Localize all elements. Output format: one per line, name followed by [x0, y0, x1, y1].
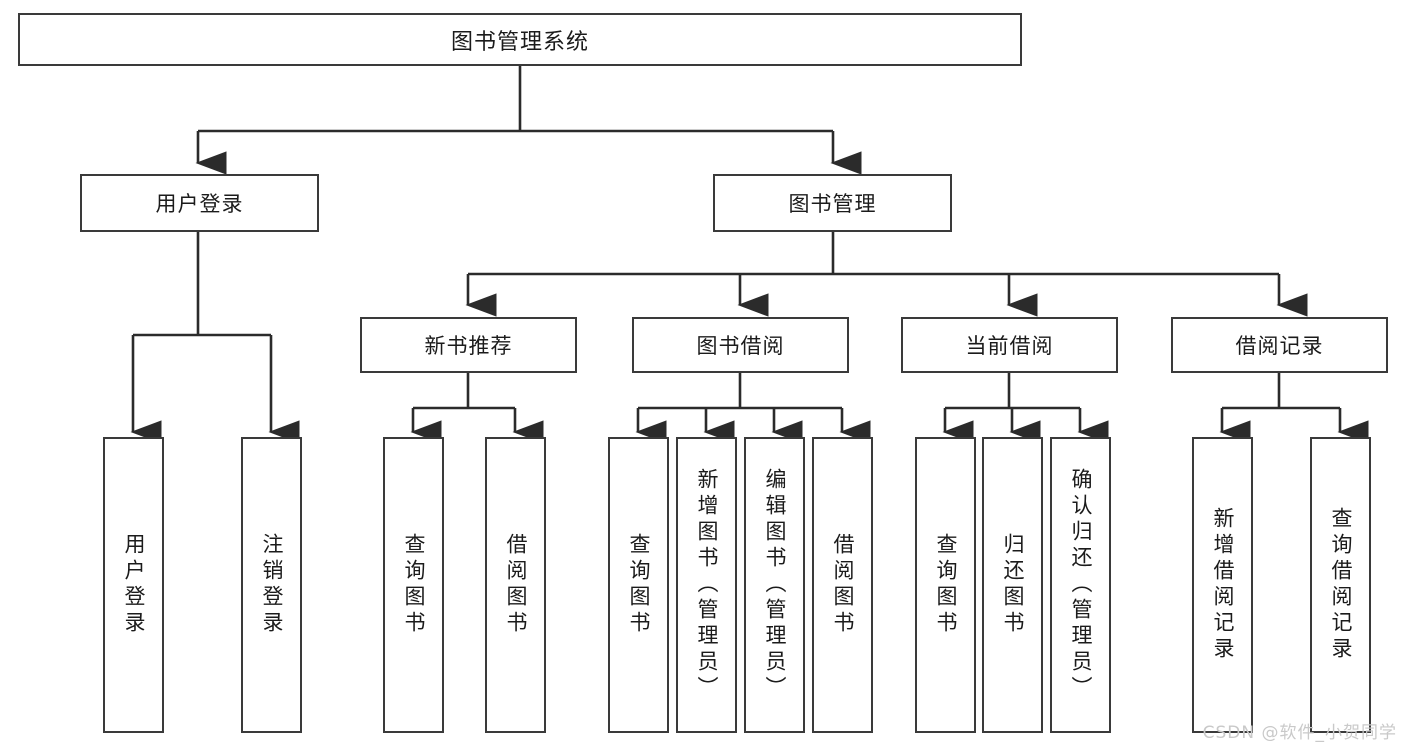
node-user-login-label: 用户登录	[155, 192, 244, 216]
leaf-current-return-book[interactable]: 归还图书	[982, 437, 1043, 733]
node-user-login[interactable]: 用户登录	[80, 174, 319, 232]
leaf-new-book-borrow[interactable]: 借阅图书	[485, 437, 546, 733]
leaf-label: 查询图书	[934, 533, 958, 637]
leaf-user-login-signin[interactable]: 用户登录	[103, 437, 164, 733]
node-new-book-recommend-label: 新书推荐	[424, 334, 513, 358]
leaf-borrow-edit-book[interactable]: 编辑图书（管理员）	[744, 437, 805, 733]
node-book-borrow-label: 图书借阅	[696, 334, 785, 358]
node-book-management-label: 图书管理	[788, 192, 877, 216]
leaf-label: 确认归还（管理员）	[1069, 468, 1093, 702]
node-current-borrow[interactable]: 当前借阅	[901, 317, 1118, 373]
node-new-book-recommend[interactable]: 新书推荐	[360, 317, 577, 373]
leaf-borrow-add-book[interactable]: 新增图书（管理员）	[676, 437, 737, 733]
leaf-current-query-book[interactable]: 查询图书	[915, 437, 976, 733]
leaf-label: 借阅图书	[831, 533, 855, 637]
leaf-label: 归还图书	[1001, 533, 1025, 637]
leaf-label: 用户登录	[122, 533, 146, 637]
leaf-current-confirm-return[interactable]: 确认归还（管理员）	[1050, 437, 1111, 733]
leaf-new-book-query[interactable]: 查询图书	[383, 437, 444, 733]
leaf-record-add[interactable]: 新增借阅记录	[1192, 437, 1253, 733]
node-book-borrow[interactable]: 图书借阅	[632, 317, 849, 373]
node-borrow-record[interactable]: 借阅记录	[1171, 317, 1388, 373]
node-book-management[interactable]: 图书管理	[713, 174, 952, 232]
leaf-label: 借阅图书	[504, 533, 528, 637]
node-root[interactable]: 图书管理系统	[18, 13, 1022, 66]
node-current-borrow-label: 当前借阅	[965, 334, 1054, 358]
leaf-label: 新增借阅记录	[1211, 507, 1235, 663]
node-borrow-record-label: 借阅记录	[1235, 334, 1324, 358]
leaf-label: 新增图书（管理员）	[695, 468, 719, 702]
leaf-label: 查询借阅记录	[1329, 507, 1353, 663]
leaf-borrow-lend-book[interactable]: 借阅图书	[812, 437, 873, 733]
node-root-label: 图书管理系统	[450, 29, 589, 55]
leaf-user-login-signout[interactable]: 注销登录	[241, 437, 302, 733]
leaf-label: 注销登录	[260, 533, 284, 637]
leaf-label: 查询图书	[627, 533, 651, 637]
leaf-borrow-query-book[interactable]: 查询图书	[608, 437, 669, 733]
leaf-label: 查询图书	[402, 533, 426, 637]
leaf-record-query[interactable]: 查询借阅记录	[1310, 437, 1371, 733]
leaf-label: 编辑图书（管理员）	[763, 468, 787, 702]
